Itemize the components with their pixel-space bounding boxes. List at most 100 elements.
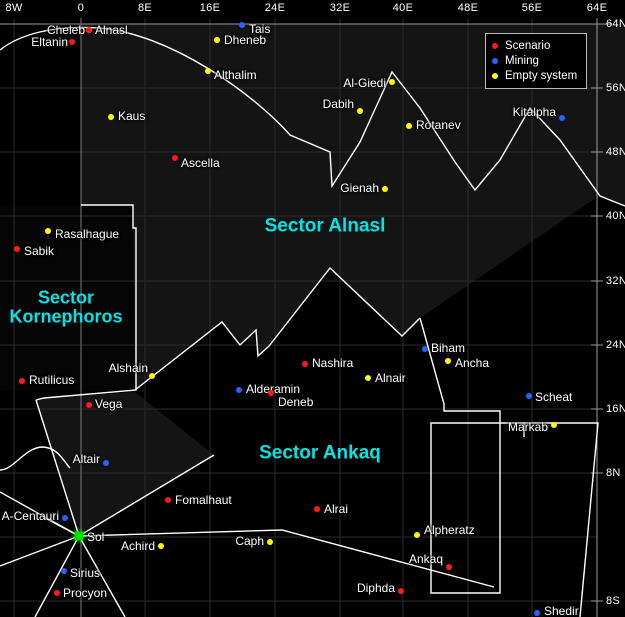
star-label-procyon[interactable]: Procyon	[63, 586, 108, 600]
star-dot-dabih[interactable]	[357, 108, 363, 114]
star-dot-a-centauri[interactable]	[62, 515, 68, 521]
star-dot-eltanin[interactable]	[69, 39, 75, 45]
star-label-alnasl[interactable]: Alnasl	[95, 23, 128, 37]
y-axis-ticks	[591, 23, 603, 602]
star-label-althalim[interactable]: Althalim	[214, 68, 257, 82]
star-label-vega[interactable]: Vega	[95, 397, 123, 411]
star-label-alderamin[interactable]: Alderamin	[246, 382, 301, 396]
x-tick-label: 56E	[521, 2, 543, 14]
star-label-ascella[interactable]: Ascella	[181, 156, 220, 170]
star-dot-diphda[interactable]	[398, 588, 404, 594]
star-dot-altair[interactable]	[103, 460, 109, 466]
star-label-alnair[interactable]: Alnair	[375, 371, 406, 385]
star-dot-ancha[interactable]	[445, 358, 451, 364]
star-dot-alnasl[interactable]	[86, 27, 92, 33]
star-label-alrai[interactable]: Alrai	[324, 502, 349, 516]
boundary-alnasl-north	[0, 26, 625, 207]
star-dot-procyon[interactable]	[54, 590, 60, 596]
star-dot-caph[interactable]	[267, 539, 273, 545]
star-dot-alrai[interactable]	[314, 506, 320, 512]
y-tick-label: 40N	[606, 210, 625, 222]
star-label-ankaq[interactable]: Ankaq	[408, 552, 443, 566]
star-label-sirius[interactable]: Sirius	[70, 566, 101, 580]
star-label-caph[interactable]: Caph	[235, 534, 264, 548]
legend-swatch-icon	[492, 42, 498, 49]
star-dot-biham[interactable]	[422, 346, 428, 352]
star-dot-markab[interactable]	[551, 422, 557, 428]
star-label-cheleb[interactable]: Cheleb	[46, 23, 85, 37]
star-dot-kitalpha[interactable]	[559, 115, 565, 121]
star-label-achird[interactable]: Achird	[120, 539, 155, 553]
star-dot-tais[interactable]	[239, 22, 245, 28]
star-label-sabik[interactable]: Sabik	[24, 244, 55, 258]
boundary-ankaq-right	[78, 454, 215, 537]
star-dot-dheneb[interactable]	[214, 37, 220, 43]
star-dot-al-giedi[interactable]	[389, 79, 395, 85]
sector-label-line: Kornephoros	[9, 307, 123, 327]
star-label-alshain[interactable]: Alshain	[108, 361, 148, 375]
y-tick-label: 8N	[606, 467, 621, 479]
legend-swatch-icon	[492, 72, 498, 79]
star-dot-alpheratz[interactable]	[414, 532, 420, 538]
star-dot-deneb[interactable]	[268, 390, 274, 396]
star-dot-sabik[interactable]	[14, 246, 20, 252]
star-label-kaus[interactable]: Kaus	[118, 109, 146, 123]
star-label-dabih[interactable]: Dabih	[322, 97, 354, 111]
star-label-diphda[interactable]: Diphda	[356, 581, 395, 595]
star-dot-scheat[interactable]	[526, 393, 532, 399]
sector-alnasl-fill	[81, 24, 625, 390]
star-dot-sirius[interactable]	[61, 568, 67, 574]
star-dot-rotanev[interactable]	[406, 123, 412, 129]
star-label-ancha[interactable]: Ancha	[455, 356, 490, 370]
star-dot-kaus[interactable]	[108, 114, 114, 120]
star-label-scheat[interactable]: Scheat	[535, 390, 573, 404]
y-tick-label: 64N	[606, 18, 625, 30]
star-dot-sol[interactable]	[74, 531, 84, 541]
legend-row-scenario[interactable]: Scenario	[492, 38, 577, 53]
star-label-eltanin[interactable]: Eltanin	[31, 35, 68, 49]
star-dot-achird[interactable]	[158, 543, 164, 549]
x-tick-label: 32E	[329, 2, 351, 14]
star-label-rutilicus[interactable]: Rutilicus	[29, 373, 75, 387]
sector-label-sector-alnasl: Sector Alnasl	[265, 216, 386, 238]
star-label-a-centauri[interactable]: A-Centauri	[1, 509, 59, 523]
star-label-gienah[interactable]: Gienah	[340, 181, 379, 195]
star-label-markab[interactable]: Markab	[507, 420, 548, 434]
star-dot-alshain[interactable]	[149, 373, 155, 379]
star-dot-ascella[interactable]	[172, 155, 178, 161]
star-dot-alnair[interactable]	[365, 375, 371, 381]
sector-label-line: Sector Ankaq	[259, 442, 381, 464]
star-label-sol[interactable]: Sol	[87, 530, 105, 544]
star-dot-nashira[interactable]	[302, 361, 308, 367]
x-tick-label: 8W	[5, 2, 23, 14]
legend-row-mining[interactable]: Mining	[492, 53, 577, 68]
star-label-alpheratz[interactable]: Alpheratz	[424, 523, 475, 537]
star-label-kitalpha[interactable]: Kitalpha	[512, 105, 556, 119]
boundary-alnasl-ankaq	[134, 266, 421, 391]
star-dot-alderamin[interactable]	[236, 387, 242, 393]
star-dot-althalim[interactable]	[205, 68, 211, 74]
star-label-deneb[interactable]: Deneb	[278, 395, 314, 409]
star-dot-shedir[interactable]	[534, 610, 540, 616]
star-dot-rutilicus[interactable]	[19, 378, 25, 384]
axis-lines	[0, 18, 612, 617]
star-dot-ankaq[interactable]	[446, 564, 452, 570]
star-label-nashira[interactable]: Nashira	[312, 356, 354, 370]
legend-row-empty-system[interactable]: Empty system	[492, 68, 577, 83]
star-label-al-giedi[interactable]: Al-Giedi	[343, 76, 386, 90]
star-label-shedir[interactable]: Shedir	[544, 604, 579, 617]
star-dot-vega[interactable]	[86, 402, 92, 408]
star-label-biham[interactable]: Biham	[431, 341, 466, 355]
star-label-rotanev[interactable]: Rotanev	[416, 118, 461, 132]
star-label-fomalhaut[interactable]: Fomalhaut	[175, 493, 232, 507]
star-dot-fomalhaut[interactable]	[165, 497, 171, 503]
star-label-tais[interactable]: Tais	[249, 22, 271, 36]
star-label-altair[interactable]: Altair	[72, 452, 100, 466]
star-label-rasalhague[interactable]: Rasalhague	[55, 227, 120, 241]
star-dot-rasalhague[interactable]	[45, 228, 51, 234]
star-dot-gienah[interactable]	[382, 186, 388, 192]
star-label-dheneb[interactable]: Dheneb	[224, 33, 267, 47]
